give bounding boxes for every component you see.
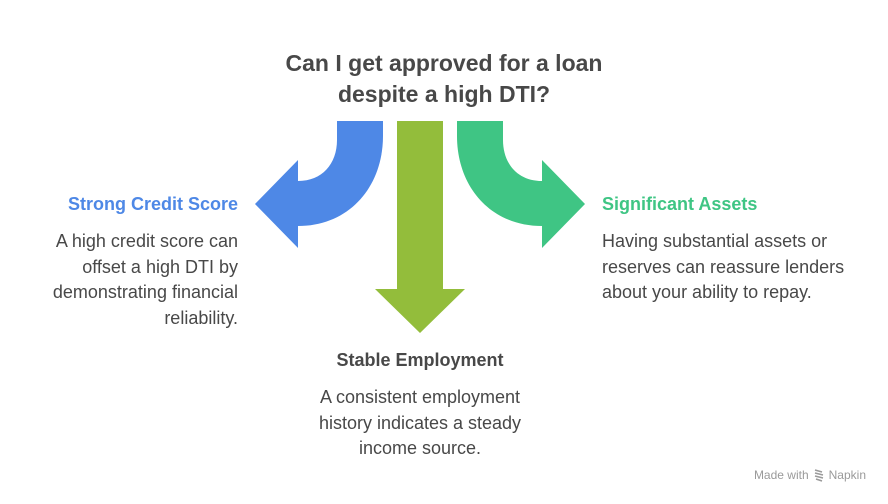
right-curved-arrow-icon [457, 121, 585, 248]
napkin-logo-icon [814, 468, 823, 482]
branch-description-assets: Having substantial assets or reserves ca… [602, 231, 845, 302]
footer-label: Made with [753, 468, 809, 482]
title-line-1: Can I get approved for a loan [285, 50, 603, 76]
branch-description-credit-score: A high credit score can offset a high DT… [52, 231, 238, 328]
down-arrow-icon [375, 121, 465, 333]
branch-heading-employment: Stable Employment [336, 350, 504, 370]
made-with-napkin-badge[interactable]: Made with Napkin [754, 468, 866, 482]
left-curved-arrow-icon [255, 121, 383, 248]
branch-description-employment: A consistent employment history indicate… [318, 387, 522, 458]
title-line-2: despite a high DTI? [337, 81, 551, 107]
diagram-title: Can I get approved for a loan despite a … [0, 48, 888, 110]
branch-heading-credit-score: Strong Credit Score [67, 194, 238, 214]
branch-heading-assets: Significant Assets [602, 194, 758, 214]
footer-brand: Napkin [828, 468, 866, 482]
